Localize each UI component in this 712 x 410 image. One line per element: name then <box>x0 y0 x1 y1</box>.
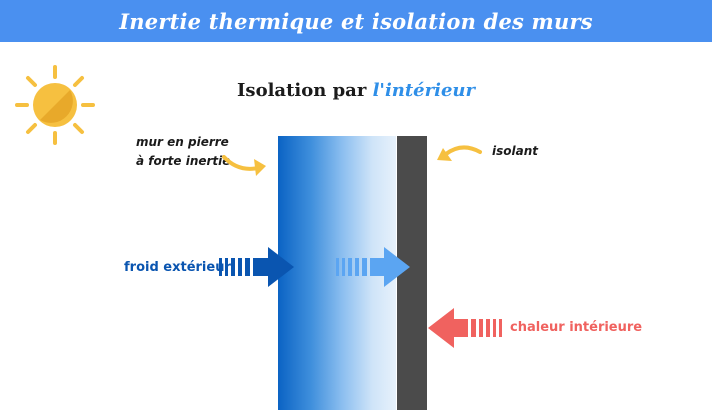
title-banner: Inertie thermique et isolation des murs <box>0 0 712 42</box>
subtitle-highlight: l'intérieur <box>372 80 475 101</box>
page-title: Inertie thermique et isolation des murs <box>119 8 593 34</box>
inside-heat-label: chaleur intérieure <box>510 320 643 335</box>
stone-wall-label-line2: à forte inertie <box>136 154 231 168</box>
insulation-label: isolant <box>492 144 538 158</box>
insulation-layer <box>397 136 427 410</box>
subtitle-prefix: Isolation par <box>237 80 373 101</box>
stone-wall <box>278 136 396 410</box>
stone-wall-label: mur en pierre à forte inertie <box>136 133 286 171</box>
outside-cold-label: froid extérieur <box>124 260 231 275</box>
sun-icon <box>15 65 95 145</box>
heat-arrow-icon <box>428 308 502 348</box>
diagram-subtitle: Isolation par l'intérieur <box>0 80 712 101</box>
insulation-pointer-icon <box>437 145 482 161</box>
stone-wall-label-line1: mur en pierre <box>136 135 229 149</box>
